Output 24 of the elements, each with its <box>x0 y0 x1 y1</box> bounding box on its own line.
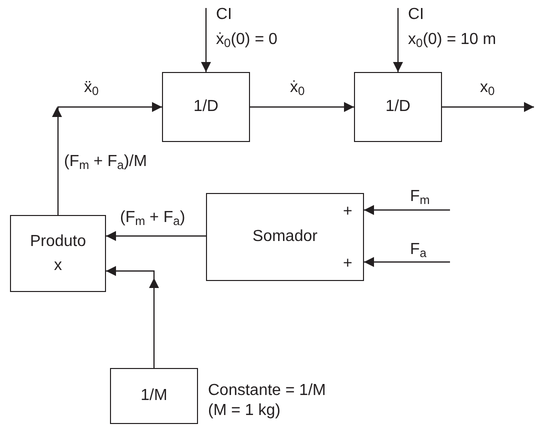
signal-label: + <box>343 202 352 222</box>
block-note: (M = 1 kg) <box>208 402 280 420</box>
edge-label: (F$_{m}$ + F$_{a}$) <box>120 208 186 228</box>
block-text: Produto x <box>28 232 88 276</box>
edge-label: F$_{a}$ <box>410 240 426 260</box>
block-box <box>110 368 198 424</box>
block-box <box>206 193 364 281</box>
signal-label: (F$_{m}$ + F$_{a}$)/M <box>64 152 147 172</box>
signal-label: + <box>343 254 352 274</box>
block-text: Somador <box>252 227 318 247</box>
block-text: 1/D <box>386 97 410 117</box>
edge-label: x$_{0}$(0) = 10 m <box>408 30 496 50</box>
signal-label: CI <box>408 5 424 25</box>
signal-label: CI <box>216 5 232 25</box>
edge-label: ẋ$_{0}$(0) = 0 <box>216 30 278 50</box>
block-box <box>162 72 250 142</box>
block-box <box>354 72 442 142</box>
block-text: 1/M <box>140 386 168 406</box>
edge-label: F$_{m}$ <box>410 187 430 207</box>
block-note: Constante = 1/M <box>208 382 326 400</box>
block-text: 1/D <box>194 97 218 117</box>
block-box <box>10 215 106 292</box>
edge-label: ẍ$_{0}$ <box>84 78 99 98</box>
edge-label: ẋ$_{0}$ <box>290 78 305 98</box>
